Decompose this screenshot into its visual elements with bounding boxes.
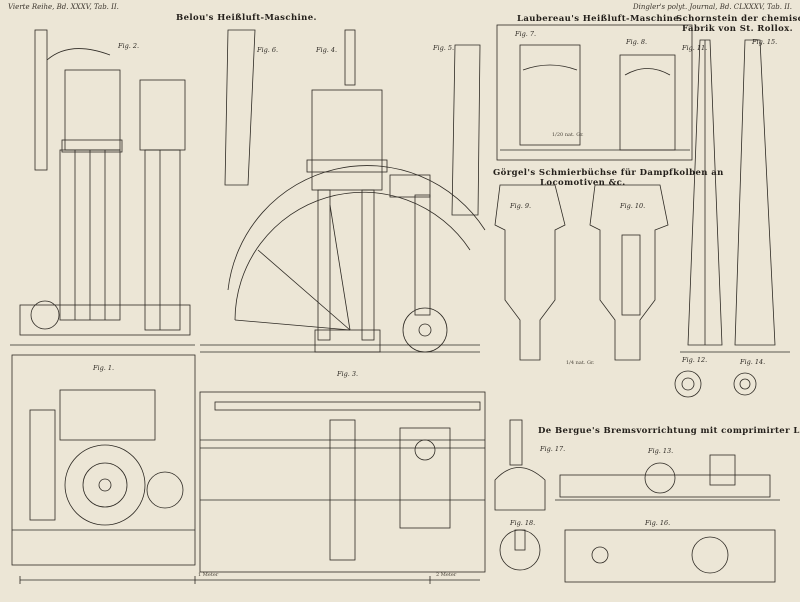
fig-10-label: Fig. 10. [620, 202, 646, 210]
fig-18-label: Fig. 18. [510, 519, 536, 527]
title-goergel-line2: Locomotiven &c. [540, 178, 626, 188]
fig-6-label: Fig. 6. [257, 46, 279, 54]
fig-3-label: Fig. 3. [337, 370, 359, 378]
fig-5-label: Fig. 5. [433, 44, 455, 52]
fig-14-label: Fig. 14. [740, 358, 766, 366]
fig-16-label: Fig. 16. [645, 519, 671, 527]
scale-bottom-1: 1 Meter [198, 572, 219, 578]
title-laubereau: Laubereau's Heißluft-Maschine. [517, 14, 683, 24]
title-bergue: De Bergue's Bremsvorrichtung mit comprim… [538, 426, 800, 436]
scale-bottom-2: 2 Meter [436, 572, 457, 578]
fig-9-label: Fig. 9. [510, 202, 532, 210]
title-schornstein-line1: Schornstein der chemischen [676, 14, 800, 24]
fig-11-label: Fig. 11. [682, 44, 708, 52]
fig-15-label: Fig. 15. [752, 38, 778, 46]
fig-12-label: Fig. 12. [682, 356, 708, 364]
scale-laubereau: 1/20 nat. Gr. [552, 132, 584, 138]
fig-4-label: Fig. 4. [316, 46, 338, 54]
fig-7-label: Fig. 7. [515, 30, 537, 38]
plate-header-right: Dingler's polyt. Journal, Bd. CLXXXV, Ta… [632, 3, 792, 11]
title-schornstein-line2: Fabrik von St. Rollox. [682, 24, 793, 34]
fig-17-label: Fig. 17. [540, 445, 566, 453]
fig-1-label: Fig. 1. [93, 364, 115, 372]
scale-goergel: 1/4 nat. Gr. [566, 360, 595, 366]
fig-13-label: Fig. 13. [648, 447, 674, 455]
fig-2-label: Fig. 2. [118, 42, 140, 50]
title-goergel-line1: Görgel's Schmierbüchse für Dampfkolben a… [493, 168, 724, 178]
fig-8-label: Fig. 8. [626, 38, 648, 46]
title-belou: Belou's Heißluft-Maschine. [176, 13, 317, 23]
plate-header-left: Vierte Reihe, Bd. XXXV, Tab. II. [8, 3, 119, 11]
